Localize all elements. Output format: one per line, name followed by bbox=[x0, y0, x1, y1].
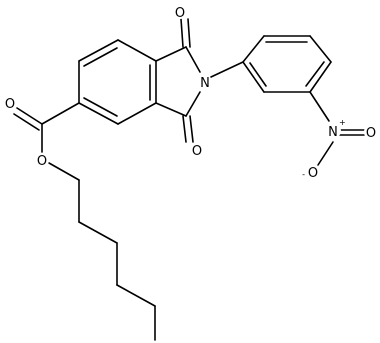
atoms: O O N O O N + O O - bbox=[3, 5, 378, 181]
atom-label-oxygen-bottom: O bbox=[192, 144, 202, 159]
atom-label-oxygen-top: O bbox=[175, 6, 185, 21]
bond bbox=[182, 115, 187, 143]
bond bbox=[309, 91, 330, 122]
bonds bbox=[13, 18, 365, 341]
bond bbox=[185, 46, 201, 73]
bond bbox=[242, 61, 265, 93]
bond bbox=[155, 102, 187, 117]
bond bbox=[78, 102, 119, 125]
bond bbox=[78, 39, 119, 62]
atom-label-oxygen-carbonyl: O bbox=[5, 97, 15, 112]
bond bbox=[305, 61, 325, 87]
bond bbox=[185, 91, 201, 117]
bond bbox=[210, 61, 244, 78]
bond bbox=[189, 115, 194, 143]
bond bbox=[180, 18, 184, 48]
bond bbox=[117, 39, 157, 62]
bond bbox=[48, 162, 80, 181]
bond bbox=[13, 113, 40, 131]
bond bbox=[242, 35, 265, 63]
bond bbox=[309, 61, 332, 93]
bond bbox=[116, 284, 156, 307]
bond bbox=[78, 221, 118, 244]
bond bbox=[16, 107, 43, 125]
bond bbox=[41, 102, 80, 125]
atom-label-oxygen-nitro-single: O bbox=[308, 166, 318, 181]
atom-label-nitrogen-nitro: N bbox=[328, 125, 338, 140]
bond bbox=[309, 35, 332, 63]
atom-label-nitrogen-imide: N bbox=[200, 76, 210, 91]
bond bbox=[155, 46, 187, 62]
atom-label-oxygen-ester: O bbox=[37, 154, 47, 169]
bond bbox=[187, 18, 191, 48]
atom-label-oxygen-nitro-double: O bbox=[366, 126, 376, 141]
bond bbox=[83, 47, 118, 67]
bond bbox=[83, 97, 118, 117]
bond bbox=[317, 141, 334, 166]
bond bbox=[249, 62, 267, 87]
atom-charge-oxygen-minus: - bbox=[302, 170, 305, 179]
bond bbox=[117, 102, 157, 125]
atom-charge-nitro-plus: + bbox=[339, 118, 346, 127]
